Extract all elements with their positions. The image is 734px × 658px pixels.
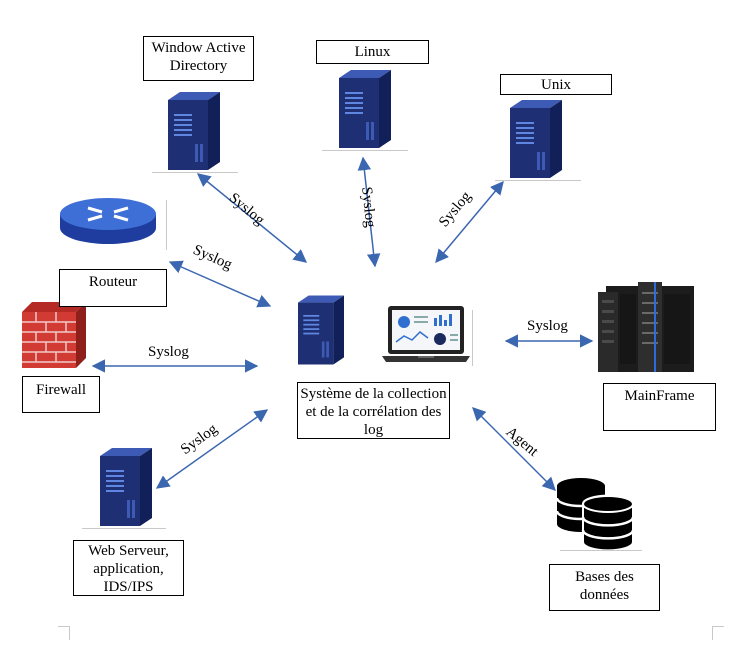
- node-routeur: Routeur: [59, 269, 167, 307]
- divider: [152, 172, 238, 173]
- divider: [560, 550, 642, 551]
- divider: [82, 528, 166, 529]
- arrow-db: [472, 407, 556, 491]
- node-unix: Unix: [500, 74, 612, 95]
- node-web: Web Serveur, application, IDS/IPS: [73, 540, 184, 596]
- node-windows-ad: Window Active Directory: [143, 36, 254, 81]
- node-firewall: Firewall: [22, 376, 100, 413]
- node-db: Bases des données: [549, 564, 660, 611]
- link-label-mainframe: Syslog: [527, 318, 568, 334]
- divider: [322, 150, 408, 151]
- windows-server-icon: [168, 92, 220, 170]
- link-label-firewall: Syslog: [148, 344, 189, 360]
- arrow-unix: [435, 180, 504, 264]
- page-corner-mark: [712, 626, 713, 640]
- laptop-dashboard-icon: [382, 306, 470, 362]
- arrow-windows: [196, 173, 308, 263]
- page-corner-mark: [58, 626, 70, 627]
- node-linux: Linux: [316, 40, 429, 64]
- node-siem: Système de la collection et de la corrél…: [297, 382, 450, 439]
- web-server-icon: [100, 448, 152, 526]
- router-icon: [60, 198, 156, 244]
- page-corner-mark: [712, 626, 724, 627]
- unix-server-icon: [510, 100, 562, 178]
- node-mainframe: MainFrame: [603, 383, 716, 431]
- database-icon: [555, 478, 635, 550]
- linux-server-icon: [339, 70, 391, 148]
- divider: [495, 180, 581, 181]
- siem-server-icon: [298, 295, 344, 365]
- mainframe-icon: [598, 282, 694, 372]
- divider: [472, 310, 473, 366]
- divider: [166, 200, 167, 250]
- arrow-linux: [357, 156, 381, 268]
- arrow-web: [155, 409, 269, 489]
- arrow-routeur: [168, 260, 272, 308]
- page-corner-mark: [69, 626, 70, 640]
- firewall-icon: [22, 302, 86, 368]
